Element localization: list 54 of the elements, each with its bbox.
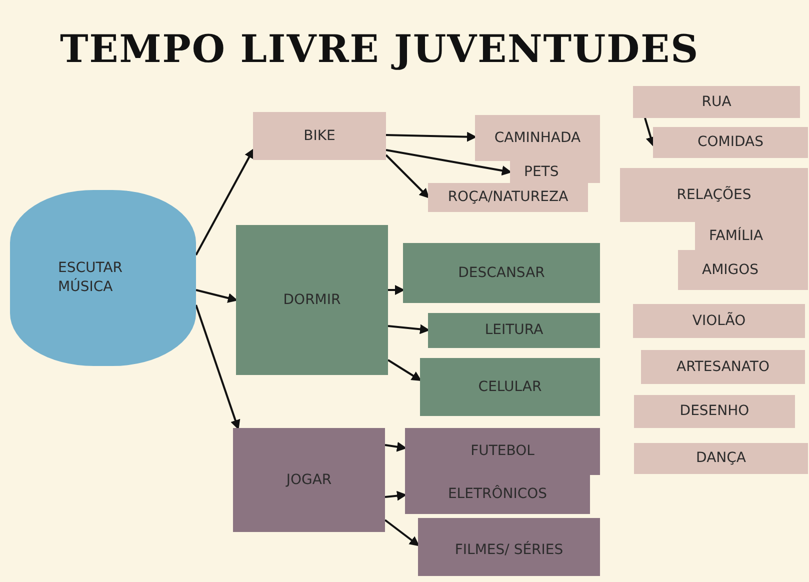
arrow <box>388 324 430 334</box>
box-label: CELULAR <box>478 378 542 396</box>
box-label: DESENHO <box>680 402 750 421</box>
box-label: ROÇA/NATUREZA <box>448 188 568 207</box>
label-box <box>428 183 588 212</box>
label-box <box>641 350 805 384</box>
box-label: ARTESANATO <box>676 358 770 376</box>
label-box <box>253 112 386 160</box>
arrow <box>384 442 407 452</box>
box-label: ELETRÔNICOS <box>448 485 548 504</box>
box-label: FILMES/ SÉRIES <box>454 540 564 560</box>
box-label: FUTEBOL <box>470 442 534 461</box>
box-label: JOGAR <box>286 470 332 490</box>
box-label: PETS <box>524 162 559 182</box>
title: TEMPO LIVRE JUVENTUDES <box>60 26 700 71</box>
label-box <box>233 428 385 532</box>
arrow <box>196 289 238 303</box>
label-box <box>678 250 808 290</box>
box-label: CAMINHADA <box>494 128 581 148</box>
box-label: RELAÇÕES <box>676 186 752 204</box>
arrow <box>388 285 405 295</box>
box-label: VIOLÃO <box>692 312 746 330</box>
label-box <box>653 127 808 158</box>
box-label: LEITURA <box>484 321 544 340</box>
label-box <box>236 225 388 375</box>
box-label: COMIDAS <box>697 133 764 152</box>
label-box <box>634 443 808 474</box>
box-label: DESCANSAR <box>458 264 545 282</box>
arrow <box>386 149 512 176</box>
box-label: RUA <box>702 92 732 112</box>
label-box <box>405 475 590 514</box>
label-box <box>405 428 600 475</box>
arrow <box>385 154 430 198</box>
box-label: FAMÍLIA <box>709 226 764 246</box>
label-box <box>633 86 800 118</box>
label-box <box>420 358 600 416</box>
arrow <box>195 304 240 430</box>
arrow <box>387 359 422 382</box>
box-label: DORMIR <box>283 290 341 310</box>
arrow <box>195 148 254 256</box>
label-box <box>475 115 600 161</box>
box-label: DANÇA <box>696 449 746 468</box>
label-box <box>418 518 600 576</box>
label-box <box>403 243 600 303</box>
box-label: AMIGOS <box>702 260 759 280</box>
arrow <box>384 519 420 546</box>
label-box <box>428 313 600 348</box>
box-label: ESCUTAR MÚSICA <box>58 259 124 297</box>
label-box <box>633 304 805 338</box>
arrow <box>386 132 477 142</box>
label-box <box>620 168 808 222</box>
arrow <box>384 490 407 501</box>
label-box <box>634 395 795 428</box>
box-label: BIKE <box>304 126 336 146</box>
